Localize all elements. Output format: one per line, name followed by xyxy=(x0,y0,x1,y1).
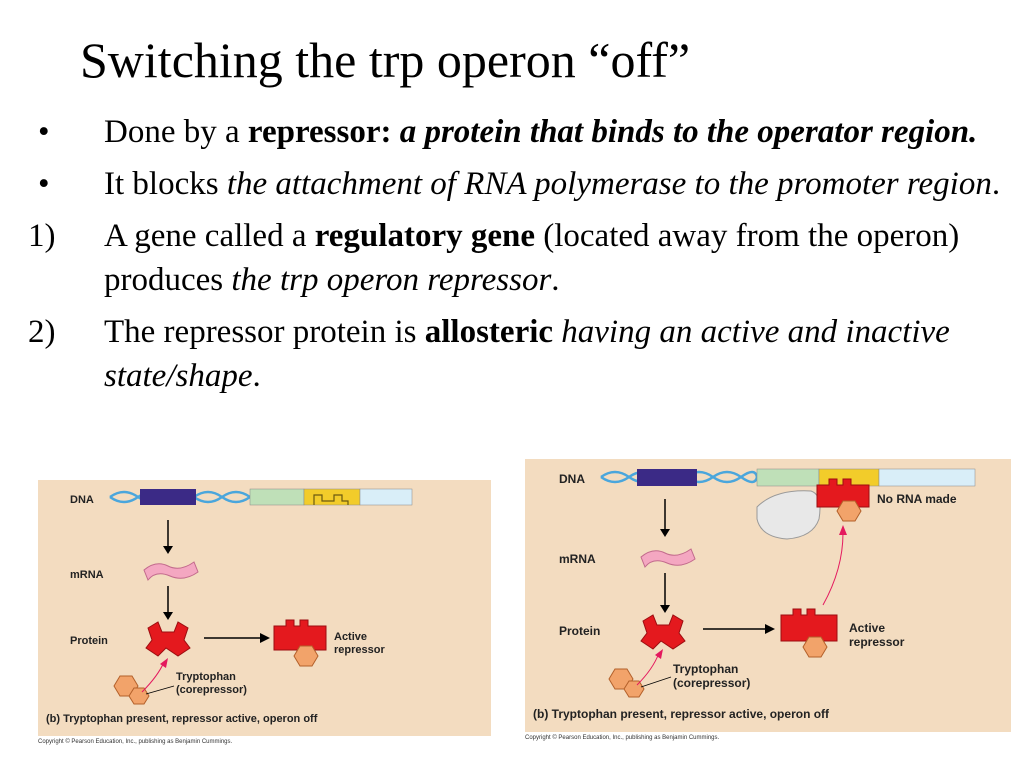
bullet-text: Done by a xyxy=(104,114,248,150)
operon-diagram-right: DNA No RNA made mRNA Protein Active repr… xyxy=(525,459,1011,732)
bullet-marker: • xyxy=(38,114,50,150)
mrna-label: mRNA xyxy=(70,569,104,581)
bullet-item: 1) A gene called a regulatory gene (locat… xyxy=(28,214,1008,302)
active-repressor xyxy=(780,608,838,642)
operon-diagram-left: DNA mRNA Protein Active repressor Trypto… xyxy=(38,480,491,736)
bullet-item: • Done by a repressor: a protein that bin… xyxy=(28,110,1008,154)
promoter-region xyxy=(756,468,820,487)
mrna-strand xyxy=(640,548,696,568)
mrna-strand xyxy=(143,561,199,581)
copyright-right: Copyright © Pearson Education, Inc., pub… xyxy=(525,735,720,741)
bullet-text: repressor: xyxy=(247,114,400,150)
bullet-text: . xyxy=(991,166,1001,202)
bullet-text: regulatory gene xyxy=(314,218,535,254)
bullet-text: the trp operon repressor xyxy=(231,262,552,298)
no-rna-label: No RNA made xyxy=(877,492,957,506)
trp-genes xyxy=(878,468,976,487)
inactive-repressor xyxy=(640,614,686,650)
dna-label: DNA xyxy=(70,494,94,506)
operator-region xyxy=(303,488,361,506)
rna-polymerase xyxy=(756,490,821,540)
inactive-repressor xyxy=(145,621,191,657)
slide-title: Switching the trp operon “off” xyxy=(80,32,691,88)
bullet-text: It blocks xyxy=(104,166,227,202)
trp-genes xyxy=(359,488,413,506)
bullet-text: having an active and inactive state/shap… xyxy=(104,314,950,394)
tryptophan-label-2: (corepressor) xyxy=(176,684,247,696)
dna-label: DNA xyxy=(559,472,585,486)
copyright-left: Copyright © Pearson Education, Inc., pub… xyxy=(38,739,233,745)
regulatory-gene xyxy=(637,469,697,486)
active-label-1: Active xyxy=(849,621,885,635)
mrna-label: mRNA xyxy=(559,552,596,566)
active-label-2: repressor xyxy=(334,644,385,656)
promoter-region xyxy=(249,488,305,506)
bullet-text: A gene called a xyxy=(104,218,315,254)
bullet-text: (located away from the operon) produces xyxy=(104,218,960,298)
bullet-list: • Done by a repressor: a protein that bin… xyxy=(28,110,1008,406)
bullet-marker: 1) xyxy=(28,218,56,254)
bullet-text: . xyxy=(551,262,560,298)
active-label-1: Active xyxy=(334,631,367,643)
figure-caption: (b) Tryptophan present, repressor active… xyxy=(46,713,318,725)
bullet-text: a protein that binds to the operator reg… xyxy=(399,114,978,150)
tryptophan-label-1: Tryptophan xyxy=(673,662,738,676)
bullet-text: allosteric xyxy=(424,314,554,350)
bullet-item: 2) The repressor protein is allosteric ha… xyxy=(28,310,1008,398)
active-label-2: repressor xyxy=(849,635,905,649)
bullet-text: The repressor protein is xyxy=(104,314,425,350)
bullet-text: . xyxy=(252,358,261,394)
bullet-item: • It blocks the attachment of RNA polymer… xyxy=(28,162,1008,206)
bound-tryptophan xyxy=(293,645,319,667)
bullet-marker: 2) xyxy=(28,314,56,350)
bound-repressor xyxy=(816,478,870,508)
active-repressor xyxy=(273,619,327,651)
regulatory-gene xyxy=(140,489,196,505)
bullet-text: the attachment of RNA polymerase to the … xyxy=(226,166,992,202)
tryptophan-label-1: Tryptophan xyxy=(176,671,236,683)
protein-label: Protein xyxy=(559,624,600,638)
figure-caption: (b) Tryptophan present, repressor active… xyxy=(533,707,830,721)
bullet-marker: • xyxy=(38,166,50,202)
protein-label: Protein xyxy=(70,635,108,647)
tryptophan-label-2: (corepressor) xyxy=(673,676,750,690)
